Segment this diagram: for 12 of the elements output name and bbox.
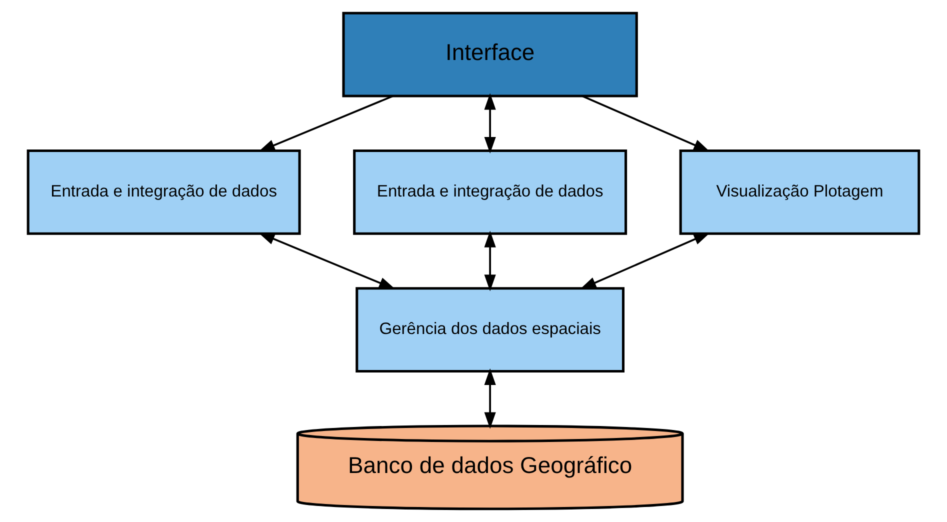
arrow	[580, 232, 710, 290]
arrow	[258, 95, 394, 152]
arrow	[258, 232, 396, 290]
arrow	[484, 230, 496, 292]
node-box: Visualização Plotagem	[679, 149, 920, 235]
node-box: Entrada e integração de dados	[26, 149, 301, 235]
arrow	[484, 368, 496, 429]
node-box: Interface	[342, 12, 638, 98]
arrow	[582, 95, 710, 152]
node-box: Entrada e integração de dados	[353, 149, 628, 235]
node-box: Gerência dos dados espaciais	[356, 287, 625, 372]
arrow	[484, 93, 496, 154]
